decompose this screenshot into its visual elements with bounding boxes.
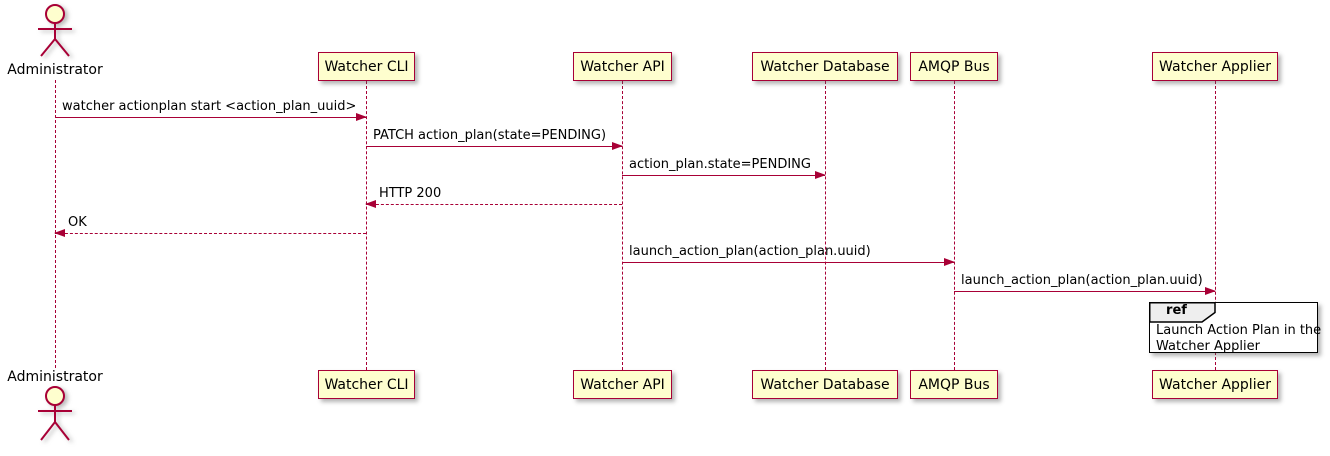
- arrowhead-right-icon: [944, 258, 955, 266]
- ref-fragment: ref Launch Action Plan in the Watcher Ap…: [1148, 301, 1321, 354]
- message-label: launch_action_plan(action_plan.uuid): [629, 244, 871, 259]
- message-launch-action-plan-amqp: launch_action_plan(action_plan.uuid): [622, 244, 955, 266]
- message-patch-action-plan: PATCH action_plan(state=PENDING): [366, 128, 623, 150]
- message-label: launch_action_plan(action_plan.uuid): [961, 273, 1203, 288]
- message-actionplan-start: watcher actionplan start <action_plan_uu…: [55, 99, 367, 121]
- message-label: PATCH action_plan(state=PENDING): [373, 128, 607, 143]
- actor-label-bottom: Administrator: [7, 369, 103, 385]
- lifeline-watcher-cli: [365, 81, 367, 370]
- message-line: [365, 200, 622, 208]
- arrowhead-left-icon: [365, 200, 376, 208]
- participant-label: Watcher API: [580, 58, 665, 75]
- actor-icon: [38, 386, 72, 441]
- arrowhead-right-icon: [356, 113, 367, 121]
- participant-amqp-bus-top: AMQP Bus: [910, 52, 998, 81]
- participant-label: Watcher Applier: [1159, 58, 1271, 75]
- participant-label: Watcher Database: [760, 58, 890, 75]
- message-label: OK: [68, 215, 87, 230]
- message-label: action_plan.state=PENDING: [629, 157, 811, 172]
- participant-label: Watcher CLI: [324, 376, 409, 393]
- lifeline-watcher-applier: [1214, 81, 1216, 370]
- actor-administrator-top: [25, 3, 85, 63]
- participant-label: AMQP Bus: [918, 58, 990, 75]
- message-line: [366, 142, 623, 150]
- arrowhead-left-icon: [54, 229, 65, 237]
- lifeline-watcher-api: [621, 81, 623, 370]
- message-line: [622, 258, 955, 266]
- ref-text-line-2: Watcher Applier: [1156, 338, 1260, 354]
- actor-icon: [38, 4, 72, 57]
- lifeline-administrator: [54, 80, 56, 368]
- participant-label: Watcher Applier: [1159, 376, 1271, 393]
- message-line: [954, 287, 1216, 295]
- arrowhead-right-icon: [612, 142, 623, 150]
- participant-watcher-applier-top: Watcher Applier: [1152, 52, 1278, 81]
- ref-text-line-1: Launch Action Plan in the: [1156, 323, 1322, 338]
- actor-label-top: Administrator: [7, 62, 103, 78]
- lifeline-watcher-database: [824, 81, 826, 370]
- message-line: [54, 229, 366, 237]
- message-line: [55, 113, 367, 121]
- message-launch-action-plan-applier: launch_action_plan(action_plan.uuid): [954, 273, 1216, 295]
- participant-label: Watcher Database: [760, 376, 890, 393]
- participant-label: AMQP Bus: [918, 376, 990, 393]
- ref-text: Launch Action Plan in the Watcher Applie…: [1156, 323, 1321, 354]
- participant-watcher-applier-bottom: Watcher Applier: [1152, 370, 1278, 399]
- participant-watcher-cli-top: Watcher CLI: [318, 52, 415, 81]
- message-state-pending: action_plan.state=PENDING: [622, 157, 826, 179]
- arrowhead-right-icon: [1205, 287, 1216, 295]
- ref-tab: ref: [1148, 301, 1217, 323]
- participant-label: Watcher CLI: [324, 58, 409, 75]
- participant-watcher-cli-bottom: Watcher CLI: [318, 370, 415, 399]
- message-label: watcher actionplan start <action_plan_uu…: [62, 99, 357, 114]
- participant-watcher-database-bottom: Watcher Database: [752, 370, 898, 399]
- message-http-200: HTTP 200: [365, 186, 622, 208]
- message-line: [622, 171, 826, 179]
- message-ok: OK: [54, 215, 366, 237]
- ref-keyword: ref: [1166, 302, 1187, 318]
- actor-administrator-bottom: [25, 384, 85, 448]
- participant-amqp-bus-bottom: AMQP Bus: [910, 370, 998, 399]
- message-label: HTTP 200: [379, 186, 442, 201]
- arrowhead-right-icon: [815, 171, 826, 179]
- participant-watcher-api-top: Watcher API: [573, 52, 672, 81]
- participant-watcher-api-bottom: Watcher API: [573, 370, 672, 399]
- ref-tab-shape: [1148, 301, 1216, 323]
- participant-label: Watcher API: [580, 376, 665, 393]
- participant-watcher-database-top: Watcher Database: [752, 52, 898, 81]
- lifeline-amqp-bus: [953, 81, 955, 370]
